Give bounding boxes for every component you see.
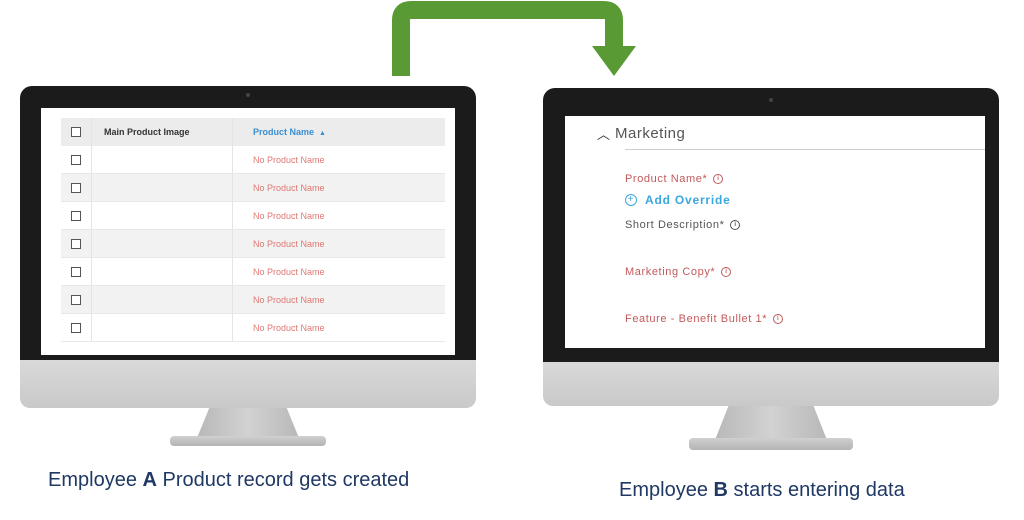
row-select-cell — [61, 313, 92, 342]
section-divider — [625, 149, 985, 150]
monitor-stand — [197, 408, 299, 438]
column-header-main-image[interactable]: Main Product Image — [91, 118, 233, 146]
flow-arrow — [392, 1, 636, 76]
caption-a-prefix: Employee — [48, 469, 143, 491]
monitor-employee-b: ︿ Marketing Product Name* i + Add Overri… — [543, 88, 999, 456]
row-main-image-cell — [91, 313, 233, 342]
field-feature-bullet: Feature - Benefit Bullet 1* i — [625, 313, 784, 325]
row-product-name-cell[interactable]: No Product Name — [232, 313, 445, 342]
table-row[interactable]: No Product Name — [61, 173, 445, 202]
table-row[interactable]: No Product Name — [61, 201, 445, 230]
row-select-cell — [61, 229, 92, 258]
row-select-cell — [61, 285, 92, 314]
row-main-image-cell — [91, 173, 233, 202]
field-marketing-copy: Marketing Copy* i — [625, 266, 732, 278]
row-select-cell — [61, 173, 92, 202]
add-override-label: Add Override — [645, 193, 731, 207]
row-product-name-cell[interactable]: No Product Name — [232, 173, 445, 202]
row-main-image-cell — [91, 201, 233, 230]
field-product-name: Product Name* i — [625, 173, 724, 185]
caption-employee-a: Employee A Product record gets created — [48, 469, 409, 492]
row-product-name-cell[interactable]: No Product Name — [232, 201, 445, 230]
row-select-cell — [61, 257, 92, 286]
monitor-chin — [543, 362, 999, 406]
screen-product-table: Main Product Image Product Name ▲ No Prod… — [41, 108, 455, 355]
row-select-cell — [61, 146, 92, 174]
info-icon[interactable]: i — [713, 174, 724, 184]
field-label-short-description: Short Description* — [625, 219, 725, 231]
table-row[interactable]: No Product Name — [61, 313, 445, 342]
column-header-product-name[interactable]: Product Name ▲ — [232, 118, 445, 146]
info-icon[interactable]: i — [730, 220, 741, 230]
table-header-row: Main Product Image Product Name ▲ — [61, 118, 445, 146]
select-all-checkbox[interactable] — [71, 127, 81, 138]
row-product-name-cell[interactable]: No Product Name — [232, 257, 445, 286]
row-main-image-cell — [91, 257, 233, 286]
monitor-base — [689, 438, 853, 450]
add-override-button[interactable]: + Add Override — [625, 193, 731, 207]
monitor-employee-a: Main Product Image Product Name ▲ No Prod… — [20, 86, 476, 446]
caption-b-prefix: Employee — [619, 479, 714, 501]
field-label-marketing-copy: Marketing Copy* — [625, 266, 716, 278]
table-row[interactable]: No Product Name — [61, 146, 445, 174]
field-label-product-name: Product Name* — [625, 173, 708, 185]
info-icon[interactable]: i — [721, 267, 732, 277]
field-label-feature-bullet: Feature - Benefit Bullet 1* — [625, 313, 768, 325]
product-table: Main Product Image Product Name ▲ No Prod… — [61, 118, 445, 342]
caption-a-bold: A — [142, 469, 157, 491]
row-product-name-cell[interactable]: No Product Name — [232, 285, 445, 314]
arrow-shaft — [392, 1, 623, 76]
table-row[interactable]: No Product Name — [61, 257, 445, 286]
select-all-cell — [61, 118, 92, 146]
table-row[interactable]: No Product Name — [61, 229, 445, 258]
caption-employee-b: Employee B starts entering data — [619, 479, 905, 502]
camera-dot — [246, 93, 250, 97]
row-main-image-cell — [91, 285, 233, 314]
section-title: Marketing — [615, 125, 686, 142]
caption-b-suffix: starts entering data — [727, 479, 905, 501]
chevron-up-icon[interactable]: ︿ — [597, 127, 611, 142]
row-checkbox[interactable] — [71, 266, 81, 277]
arrow-head — [592, 46, 636, 76]
monitor-base — [170, 436, 326, 446]
column-header-product-name-label: Product Name — [253, 127, 315, 137]
monitor-chin — [20, 360, 476, 408]
camera-dot — [769, 98, 773, 102]
row-checkbox[interactable] — [71, 322, 81, 333]
row-product-name-cell[interactable]: No Product Name — [232, 229, 445, 258]
row-main-image-cell — [91, 229, 233, 258]
field-short-description: Short Description* i — [625, 219, 741, 231]
row-checkbox[interactable] — [71, 154, 81, 165]
plus-circle-icon: + — [625, 194, 637, 206]
caption-a-suffix: Product record gets created — [156, 469, 410, 491]
row-checkbox[interactable] — [71, 294, 81, 305]
sort-ascending-icon[interactable]: ▲ — [319, 130, 326, 137]
caption-b-bold: B — [713, 479, 728, 501]
row-product-name-cell[interactable]: No Product Name — [232, 146, 445, 174]
monitor-stand — [715, 406, 827, 440]
section-header-marketing[interactable]: ︿ Marketing — [597, 124, 685, 143]
info-icon[interactable]: i — [773, 314, 784, 324]
row-main-image-cell — [91, 146, 233, 174]
row-checkbox[interactable] — [71, 238, 81, 249]
row-select-cell — [61, 201, 92, 230]
row-checkbox[interactable] — [71, 182, 81, 193]
screen-marketing-form: ︿ Marketing Product Name* i + Add Overri… — [565, 116, 985, 348]
table-row[interactable]: No Product Name — [61, 285, 445, 314]
row-checkbox[interactable] — [71, 210, 81, 221]
